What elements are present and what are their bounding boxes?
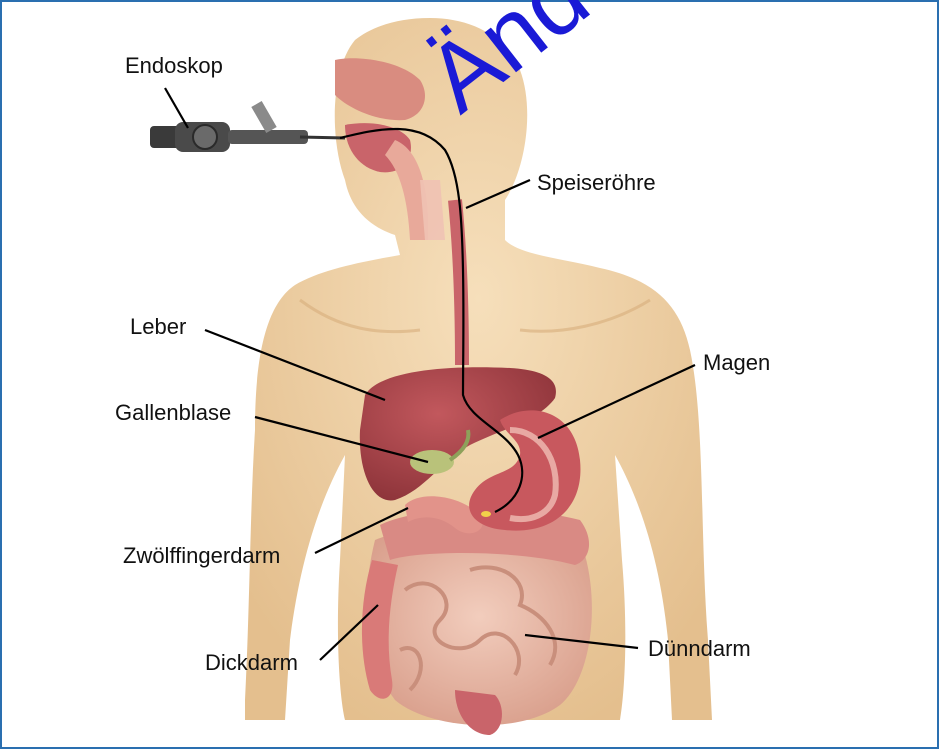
endoscope-tip [481, 511, 491, 517]
gallbladder [410, 450, 454, 474]
label-speiseroehre: Speiseröhre [537, 170, 656, 195]
label-duenndarm: Dünndarm [648, 636, 751, 661]
label-leber: Leber [130, 314, 186, 339]
label-endoskop: Endoskop [125, 53, 223, 78]
label-zwoelffingerdarm: Zwölffingerdarm [123, 543, 280, 568]
label-gallenblase: Gallenblase [115, 400, 231, 425]
label-magen: Magen [703, 350, 770, 375]
label-dickdarm: Dickdarm [205, 650, 298, 675]
